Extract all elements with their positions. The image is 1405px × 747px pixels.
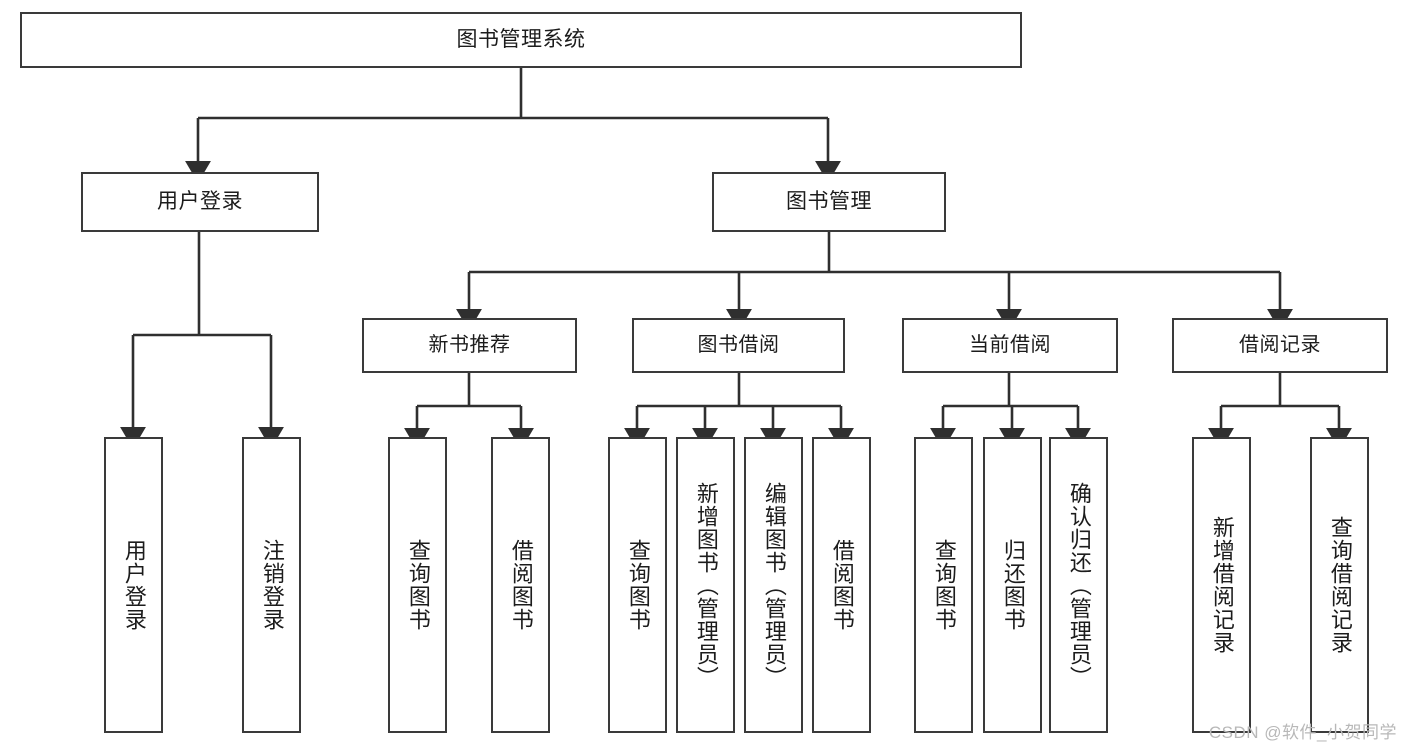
node-current-borrow[interactable]: 当前借阅 [902, 318, 1118, 373]
node-leaf-logout-login[interactable]: 注销登录 [242, 437, 301, 733]
node-borrow-record-label: 借阅记录 [1239, 333, 1321, 356]
node-borrow-record[interactable]: 借阅记录 [1172, 318, 1388, 373]
node-leaf-query-book-2-label: 查询图书 [625, 539, 651, 631]
node-leaf-borrow-book-2-label: 借阅图书 [829, 539, 855, 631]
node-leaf-edit-book[interactable]: 编辑图书（管理员） [744, 437, 803, 733]
watermark-text: CSDN @软件_小贺同学 [1208, 723, 1397, 742]
node-new-book-recommend[interactable]: 新书推荐 [362, 318, 577, 373]
node-leaf-query-book-3-label: 查询图书 [931, 539, 957, 631]
node-leaf-query-record-label: 查询借阅记录 [1327, 516, 1353, 654]
node-leaf-query-book-1[interactable]: 查询图书 [388, 437, 447, 733]
node-leaf-borrow-book-1-label: 借阅图书 [508, 539, 534, 631]
node-leaf-borrow-book-1[interactable]: 借阅图书 [491, 437, 550, 733]
node-leaf-logout-login-label: 注销登录 [259, 539, 285, 631]
node-user-login[interactable]: 用户登录 [81, 172, 319, 232]
node-leaf-query-book-1-label: 查询图书 [405, 539, 431, 631]
node-leaf-user-login-label: 用户登录 [121, 539, 147, 631]
node-leaf-add-book[interactable]: 新增图书（管理员） [676, 437, 735, 733]
node-leaf-query-book-2[interactable]: 查询图书 [608, 437, 667, 733]
node-leaf-edit-book-label: 编辑图书（管理员） [761, 481, 787, 689]
node-book-manage-label: 图书管理 [786, 189, 872, 213]
node-leaf-return-book-label: 归还图书 [1000, 539, 1026, 631]
node-leaf-query-book-3[interactable]: 查询图书 [914, 437, 973, 733]
node-leaf-borrow-book-2[interactable]: 借阅图书 [812, 437, 871, 733]
node-leaf-add-record[interactable]: 新增借阅记录 [1192, 437, 1251, 733]
node-leaf-confirm-return[interactable]: 确认归还（管理员） [1049, 437, 1108, 733]
node-root[interactable]: 图书管理系统 [20, 12, 1022, 68]
node-leaf-confirm-return-label: 确认归还（管理员） [1066, 481, 1092, 689]
node-book-borrow-label: 图书借阅 [697, 333, 780, 356]
node-user-login-label: 用户登录 [157, 189, 243, 213]
node-root-label: 图书管理系统 [456, 27, 586, 51]
node-leaf-user-login[interactable]: 用户登录 [104, 437, 163, 733]
node-current-borrow-label: 当前借阅 [969, 333, 1051, 356]
node-book-manage[interactable]: 图书管理 [712, 172, 946, 232]
node-leaf-add-record-label: 新增借阅记录 [1209, 516, 1235, 654]
node-leaf-return-book[interactable]: 归还图书 [983, 437, 1042, 733]
node-leaf-query-record[interactable]: 查询借阅记录 [1310, 437, 1369, 733]
node-leaf-add-book-label: 新增图书（管理员） [693, 481, 719, 689]
node-new-book-recommend-label: 新书推荐 [428, 333, 511, 356]
node-book-borrow[interactable]: 图书借阅 [632, 318, 845, 373]
